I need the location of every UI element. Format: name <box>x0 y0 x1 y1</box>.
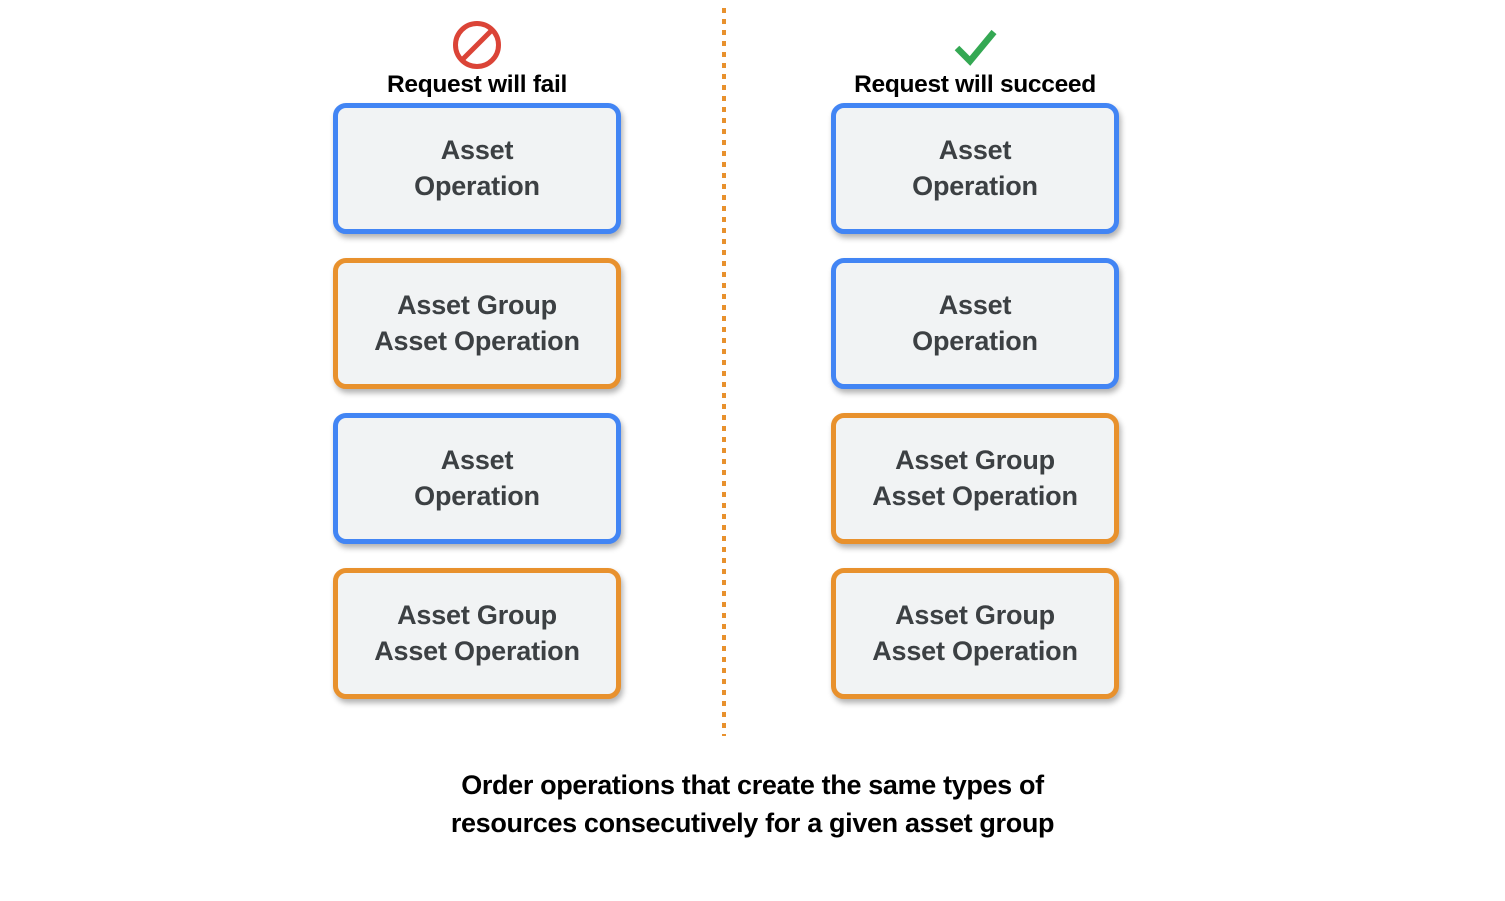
node-line-1: Asset Group <box>895 444 1055 475</box>
node-box[interactable]: Asset Group Asset Operation <box>831 413 1119 544</box>
node-line-2: Operation <box>414 170 540 201</box>
node-line-2: Asset Operation <box>872 480 1078 511</box>
node-line-2: Operation <box>414 480 540 511</box>
node-line-1: Asset Group <box>397 289 557 320</box>
caption-line-1: Order operations that create the same ty… <box>461 770 1044 800</box>
column-succeed: Request will succeed Asset Operation Ass… <box>825 0 1125 699</box>
caption-line-2: resources consecutively for a given asse… <box>450 808 1055 839</box>
node-line-2: Asset Operation <box>872 635 1078 666</box>
checkmark-icon <box>954 29 997 66</box>
node-box[interactable]: Asset Operation <box>831 103 1119 234</box>
column-divider <box>722 8 726 736</box>
node-line-2: Operation <box>912 170 1038 201</box>
node-line-1: Asset <box>938 134 1012 165</box>
box-stack-fail: Asset Operation Asset Group Asset Operat… <box>327 103 627 699</box>
node-line-1: Asset Group <box>895 599 1055 630</box>
node-box[interactable]: Asset Operation <box>333 103 621 234</box>
node-line-2: Asset Operation <box>374 325 580 356</box>
node-line-1: Asset Group <box>397 599 557 630</box>
node-box[interactable]: Asset Group Asset Operation <box>333 258 621 389</box>
node-line-2: Operation <box>912 325 1038 356</box>
node-line-1: Asset <box>440 134 514 165</box>
node-line-2: Asset Operation <box>374 635 580 666</box>
column-header-succeed: Request will succeed <box>825 0 1125 103</box>
column-fail: Request will fail Asset Operation Asset … <box>327 0 627 699</box>
node-line-1: Asset <box>440 444 514 475</box>
node-box[interactable]: Asset Operation <box>831 258 1119 389</box>
node-box[interactable]: Asset Group Asset Operation <box>831 568 1119 699</box>
prohibition-icon <box>453 20 501 69</box>
column-header-fail: Request will fail <box>327 0 627 103</box>
diagram-caption: Order operations that create the same ty… <box>0 766 1505 843</box>
box-stack-succeed: Asset Operation Asset Operation Asset Gr… <box>825 103 1125 699</box>
node-box[interactable]: Asset Group Asset Operation <box>333 568 621 699</box>
node-box[interactable]: Asset Operation <box>333 413 621 544</box>
node-line-1: Asset <box>938 289 1012 320</box>
column-header-label-succeed: Request will succeed <box>854 70 1096 98</box>
column-header-label-fail: Request will fail <box>386 70 568 98</box>
